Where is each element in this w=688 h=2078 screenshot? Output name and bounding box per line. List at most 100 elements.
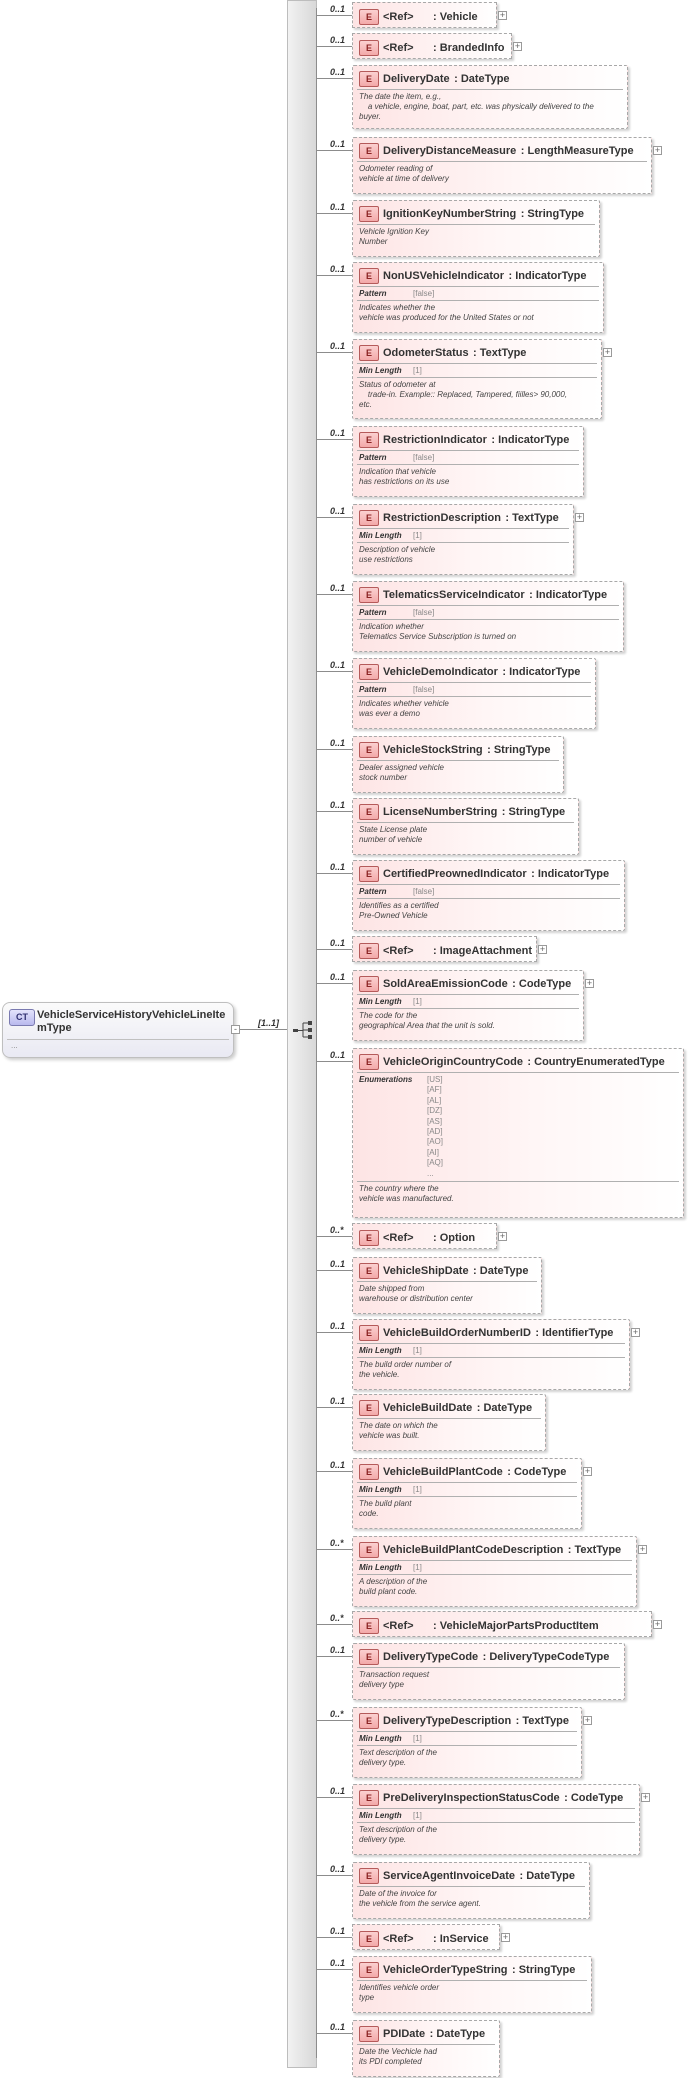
expand-plus-icon[interactable]: + bbox=[583, 1715, 592, 1725]
element-badge-icon: E bbox=[359, 8, 379, 25]
element-badge-icon: E bbox=[359, 1648, 379, 1665]
connector-line bbox=[317, 2033, 352, 2034]
complex-type-extra: ... bbox=[11, 1041, 18, 1050]
ref-element-17[interactable]: E<Ref>: Option bbox=[352, 1223, 497, 1249]
element-documentation: The build order number of the vehicle. bbox=[359, 1360, 452, 1379]
element-badge-icon: E bbox=[359, 1541, 379, 1558]
expand-plus-icon[interactable]: + bbox=[498, 10, 507, 20]
ref-element-0[interactable]: E<Ref>: Vehicle bbox=[352, 2, 497, 28]
element-documentation: The date on which the vehicle was built. bbox=[359, 1421, 438, 1440]
element-divider bbox=[357, 1008, 579, 1009]
element-badge-icon: E bbox=[359, 803, 379, 820]
element-name: DeliveryTypeCode bbox=[383, 1650, 479, 1663]
element-type: : StringType bbox=[511, 1963, 576, 1976]
connector-line bbox=[317, 1656, 352, 1657]
expand-plus-icon[interactable]: + bbox=[603, 347, 612, 357]
expand-plus-icon[interactable]: + bbox=[513, 41, 522, 51]
facet-value: [false] bbox=[413, 685, 435, 694]
element-multiplicity: 0..1 bbox=[330, 1259, 346, 1269]
element-documentation: Vehicle Ignition Key Number bbox=[359, 227, 429, 246]
element-divider bbox=[357, 1072, 679, 1073]
expand-plus-icon[interactable]: + bbox=[653, 145, 662, 155]
element-multiplicity: 0..1 bbox=[330, 428, 346, 438]
element-facet: Min Length[1] bbox=[359, 997, 422, 1006]
ref-element-14[interactable]: E<Ref>: ImageAttachment bbox=[352, 936, 537, 962]
ref-element-1[interactable]: E<Ref>: BrandedInfo bbox=[352, 33, 512, 59]
element-multiplicity: 0..* bbox=[330, 1538, 344, 1548]
element-documentation: Transaction request delivery type bbox=[359, 1670, 430, 1689]
expand-plus-icon[interactable]: + bbox=[501, 1932, 510, 1942]
element-badge-icon: E bbox=[359, 344, 379, 361]
element-documentation: Description of vehicle use restrictions bbox=[359, 545, 436, 564]
expand-plus-icon[interactable]: + bbox=[538, 944, 547, 954]
expand-plus-icon[interactable]: + bbox=[585, 978, 594, 988]
element-facet: Pattern[false] bbox=[359, 453, 434, 462]
element-documentation: Indicates whether vehicle was ever a dem… bbox=[359, 699, 449, 718]
element-type: : Option bbox=[433, 1231, 476, 1244]
connector-line bbox=[317, 275, 352, 276]
connector-line bbox=[317, 352, 352, 353]
expand-plus-icon[interactable]: + bbox=[641, 1792, 650, 1802]
facet-label: Enumerations bbox=[359, 1075, 413, 1084]
sequence-compositor-icon[interactable] bbox=[293, 1020, 315, 1040]
expand-plus-icon[interactable]: + bbox=[575, 512, 584, 522]
element-type: : CodeType bbox=[564, 1791, 624, 1804]
element-badge-icon: E bbox=[359, 70, 379, 87]
sequence-bar bbox=[287, 0, 317, 2068]
expand-plus-icon[interactable]: + bbox=[653, 1619, 662, 1629]
connector-line bbox=[317, 1270, 352, 1271]
element-name: VehicleStockString bbox=[383, 743, 483, 756]
element-multiplicity: 0..1 bbox=[330, 972, 346, 982]
element-divider bbox=[357, 696, 591, 697]
element-documentation: A description of the build plant code. bbox=[359, 1577, 428, 1596]
ref-element-28[interactable]: E<Ref>: InService bbox=[352, 1924, 500, 1950]
element-facet: Pattern[false] bbox=[359, 289, 434, 298]
connector-line bbox=[317, 78, 352, 79]
expand-plus-icon[interactable]: + bbox=[583, 1466, 592, 1476]
ref-element-23[interactable]: E<Ref>: VehicleMajorPartsProductItem bbox=[352, 1611, 652, 1637]
expand-plus-icon[interactable]: + bbox=[638, 1544, 647, 1554]
facet-label: Min Length bbox=[359, 1734, 402, 1743]
element-type: : CodeType bbox=[507, 1465, 567, 1478]
element-documentation: Text description of the delivery type. bbox=[359, 1748, 437, 1767]
element-divider bbox=[357, 1181, 679, 1182]
element-name: OdometerStatus bbox=[383, 346, 469, 359]
element-type: : IndicatorType bbox=[529, 588, 608, 601]
ref-label: <Ref> bbox=[383, 1619, 414, 1632]
facet-label: Pattern bbox=[359, 289, 387, 298]
expand-plus-icon[interactable]: + bbox=[631, 1327, 640, 1337]
complex-type-box[interactable]: CT VehicleServiceHistoryVehicleLineItemT… bbox=[2, 1002, 234, 1058]
expand-plus-icon[interactable]: + bbox=[498, 1231, 507, 1241]
element-badge-icon: E bbox=[359, 267, 379, 284]
complex-type-collapse-icon[interactable]: - bbox=[231, 1025, 240, 1034]
connector-line bbox=[317, 1624, 352, 1625]
